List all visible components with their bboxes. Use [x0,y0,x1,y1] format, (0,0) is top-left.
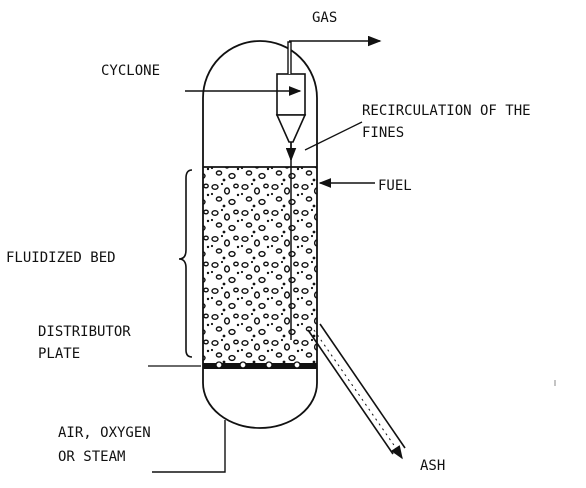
cyclone-label: CYCLONE [101,63,161,79]
cyclone-gas-outlet [287,41,292,74]
fluidized-bed-label: FLUIDIZED BED [6,250,116,266]
vessel-top-dome [202,40,318,167]
distributor-label-line1: DISTRIBUTOR [38,324,131,340]
recirculation-label-line1: RECIRCULATION OF THE [362,103,531,119]
distributor-label-line2: PLATE [38,346,81,362]
distributor-nozzles [215,361,301,369]
air-label-line2: OR STEAM [58,449,126,465]
fluidized-bed-fill [203,167,317,364]
air-label-line1: AIR, OXYGEN [58,425,151,441]
recirculation-label-line2: FINES [362,125,405,141]
recirculation-leader [304,121,363,151]
fuel-label: FUEL [378,178,412,194]
fluidized-bed-brace [178,169,193,358]
ash-label: ASH [420,458,446,474]
distributor-plate [203,363,317,369]
ash-discharge-pipe [307,323,406,455]
gas-label: GAS [312,10,338,26]
cyclone-body [276,73,306,116]
air-inlet-line [152,420,226,473]
cyclone-cone [275,114,307,143]
vessel-bottom-dome [202,366,318,429]
ash-arrow [390,445,403,460]
